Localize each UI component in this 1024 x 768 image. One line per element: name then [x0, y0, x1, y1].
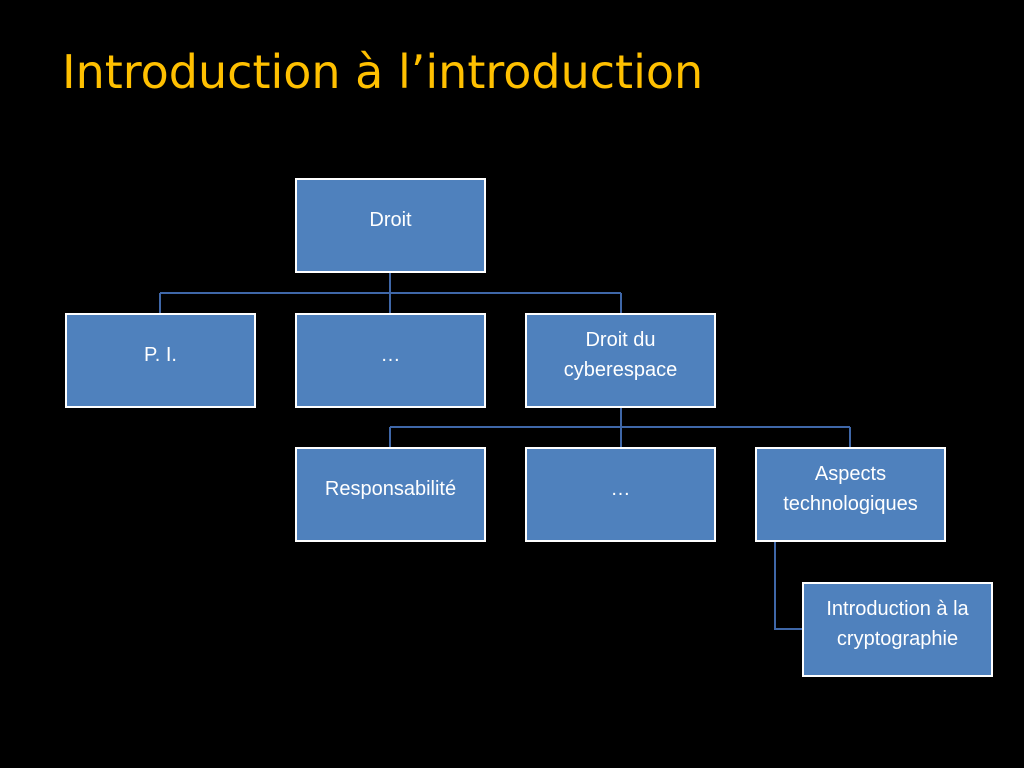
node-aspects-technologiques: Aspects technologiques — [755, 447, 946, 542]
node-introduction-cryptographie-label: Introduction à la cryptographie — [826, 597, 969, 650]
node-droit-du-cyberespace: Droit du cyberespace — [525, 313, 716, 408]
node-pi-label: P. I. — [144, 343, 177, 366]
node-introduction-cryptographie: Introduction à la cryptographie — [802, 582, 993, 677]
node-ellipsis-level2: … — [525, 447, 716, 542]
node-responsabilite: Responsabilité — [295, 447, 486, 542]
node-droit-label: Droit — [369, 208, 412, 231]
node-droit-du-cyberespace-label: Droit du cyberespace — [563, 328, 678, 381]
node-pi: P. I. — [65, 313, 256, 408]
connector-droit-to-level1 — [159, 272, 622, 313]
node-droit: Droit — [295, 178, 486, 273]
connector-aspects-to-crypto — [774, 542, 803, 630]
node-ellipsis-level1-label: … — [380, 343, 401, 366]
slide-title: Introduction à l’introduction — [62, 45, 704, 99]
node-responsabilite-label: Responsabilité — [324, 477, 457, 500]
node-ellipsis-level2-label: … — [610, 477, 631, 500]
node-ellipsis-level1: … — [295, 313, 486, 408]
connector-cyberespace-to-level2 — [389, 407, 851, 447]
node-aspects-technologiques-label: Aspects technologiques — [783, 462, 918, 515]
